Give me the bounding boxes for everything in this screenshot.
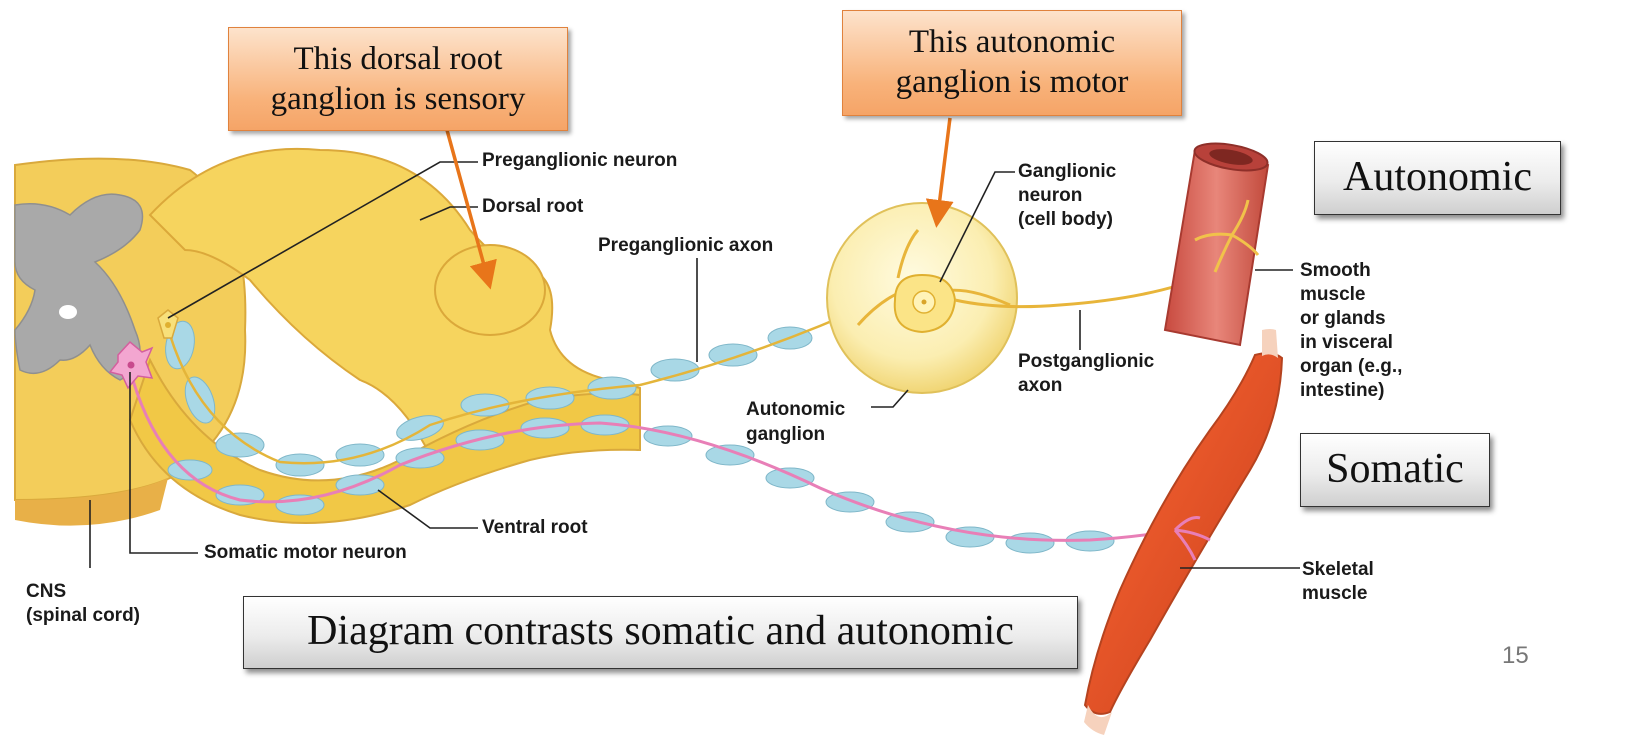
smooth-muscle-organ	[1165, 139, 1270, 345]
page-number: 15	[1502, 642, 1529, 670]
callout-dorsal-root-ganglion: This dorsal root ganglion is sensory	[228, 27, 568, 131]
label-dorsal-root: Dorsal root	[482, 196, 583, 218]
label-skeletal-muscle: Skeletal muscle	[1302, 558, 1374, 606]
callout-autonomic-ganglion: This autonomic ganglion is motor	[842, 10, 1182, 116]
leader-autonomic-ganglion	[871, 390, 908, 407]
label-autonomic-ganglion: Autonomic ganglion	[746, 397, 845, 447]
arrow-autonomic-ganglion	[938, 118, 950, 214]
label-somatic-motor-neuron: Somatic motor neuron	[204, 542, 407, 564]
caption-box: Diagram contrasts somatic and autonomic	[243, 596, 1078, 669]
label-preganglionic-axon: Preganglionic axon	[598, 235, 773, 257]
label-smooth-muscle: Smooth muscle or glands in visceral orga…	[1300, 259, 1402, 403]
label-preganglionic-neuron: Preganglionic neuron	[482, 150, 677, 172]
somatic-label-box: Somatic	[1300, 433, 1490, 507]
label-postganglionic-axon: Postganglionic axon	[1018, 350, 1154, 398]
label-cns: CNS (spinal cord)	[26, 580, 140, 628]
autonomic-label-box: Autonomic	[1314, 141, 1561, 215]
label-ventral-root: Ventral root	[482, 517, 588, 539]
label-ganglionic-neuron: Ganglionic neuron (cell body)	[1018, 160, 1116, 232]
autonomic-ganglion-sphere	[827, 203, 1017, 393]
